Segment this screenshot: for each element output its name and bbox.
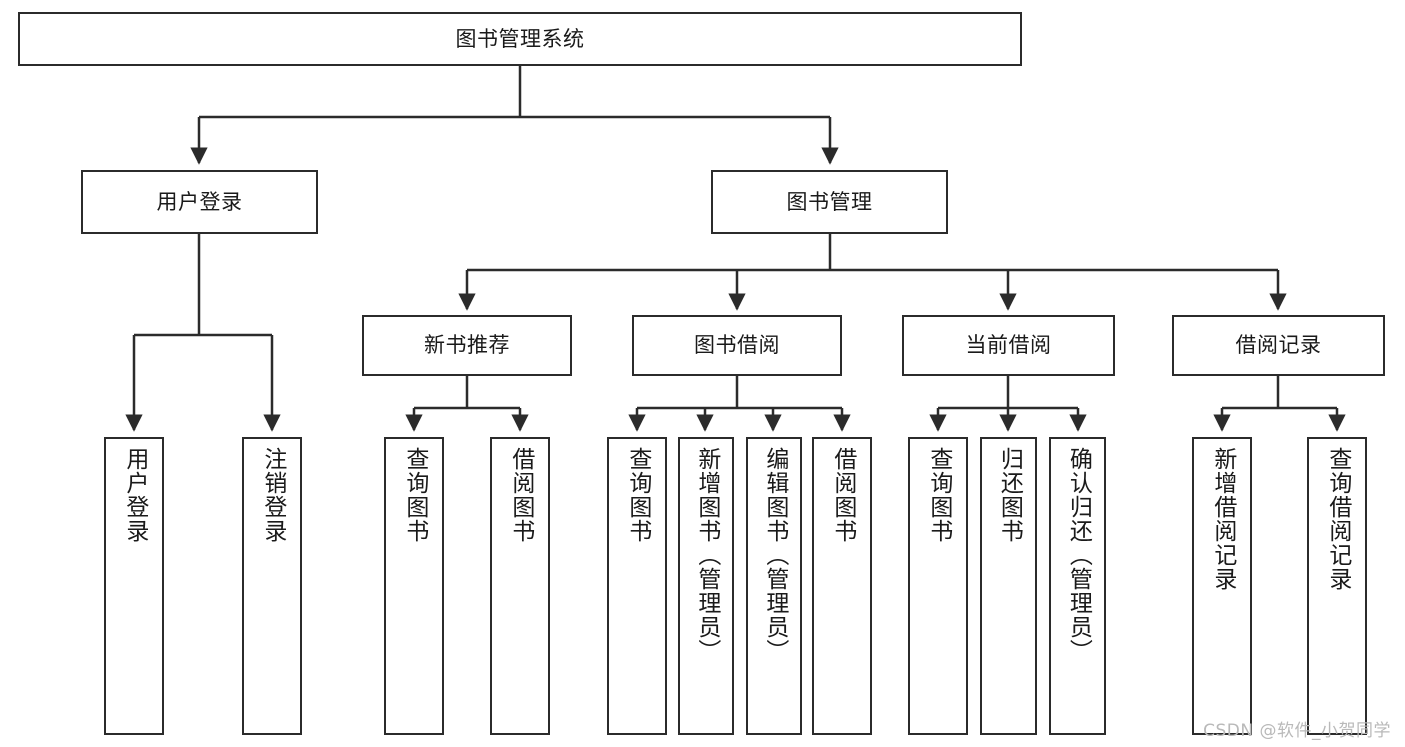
node-label: 新增图书（管理员） bbox=[693, 447, 720, 663]
node-leaf-borrow-book[interactable]: 借阅图书 bbox=[812, 437, 872, 735]
node-label: 借阅图书 bbox=[829, 447, 856, 543]
node-label: 查询图书 bbox=[624, 447, 651, 543]
node-leaf-confirm-return-admin[interactable]: 确认归还（管理员） bbox=[1049, 437, 1106, 735]
node-leaf-borrow-book-recommend[interactable]: 借阅图书 bbox=[490, 437, 550, 735]
node-label: 用户登录 bbox=[156, 189, 243, 214]
node-label: 注销登录 bbox=[259, 447, 286, 543]
node-label: 借阅记录 bbox=[1235, 333, 1322, 358]
node-book-management[interactable]: 图书管理 bbox=[711, 170, 948, 234]
node-borrow-record[interactable]: 借阅记录 bbox=[1172, 315, 1385, 376]
node-label: 图书管理系统 bbox=[455, 26, 585, 51]
node-leaf-logout[interactable]: 注销登录 bbox=[242, 437, 302, 735]
node-label: 查询借阅记录 bbox=[1324, 447, 1351, 591]
node-leaf-query-borrow-record[interactable]: 查询借阅记录 bbox=[1307, 437, 1367, 735]
node-leaf-edit-book-admin[interactable]: 编辑图书（管理员） bbox=[746, 437, 802, 735]
node-label: 确认归还（管理员） bbox=[1065, 447, 1092, 663]
node-user-login[interactable]: 用户登录 bbox=[81, 170, 318, 234]
node-label: 新增借阅记录 bbox=[1209, 447, 1236, 591]
node-label: 编辑图书（管理员） bbox=[761, 447, 788, 663]
node-label: 查询图书 bbox=[401, 447, 428, 543]
node-label: 当前借阅 bbox=[965, 333, 1052, 358]
node-leaf-return-book[interactable]: 归还图书 bbox=[980, 437, 1037, 735]
node-label: 查询图书 bbox=[925, 447, 952, 543]
node-leaf-add-borrow-record[interactable]: 新增借阅记录 bbox=[1192, 437, 1252, 735]
node-label: 图书借阅 bbox=[694, 333, 780, 358]
node-leaf-user-login[interactable]: 用户登录 bbox=[104, 437, 164, 735]
node-label: 新书推荐 bbox=[424, 333, 510, 358]
node-label: 借阅图书 bbox=[507, 447, 534, 543]
node-current-borrow[interactable]: 当前借阅 bbox=[902, 315, 1115, 376]
node-label: 用户登录 bbox=[121, 447, 148, 543]
node-label: 归还图书 bbox=[996, 447, 1023, 543]
node-leaf-query-book-current[interactable]: 查询图书 bbox=[908, 437, 968, 735]
node-book-borrow[interactable]: 图书借阅 bbox=[632, 315, 842, 376]
node-root-book-management-system[interactable]: 图书管理系统 bbox=[18, 12, 1022, 66]
node-leaf-add-book-admin[interactable]: 新增图书（管理员） bbox=[678, 437, 734, 735]
node-leaf-query-book-borrow[interactable]: 查询图书 bbox=[607, 437, 667, 735]
node-leaf-query-book-recommend[interactable]: 查询图书 bbox=[384, 437, 444, 735]
node-label: 图书管理 bbox=[786, 189, 873, 214]
node-new-book-recommend[interactable]: 新书推荐 bbox=[362, 315, 572, 376]
